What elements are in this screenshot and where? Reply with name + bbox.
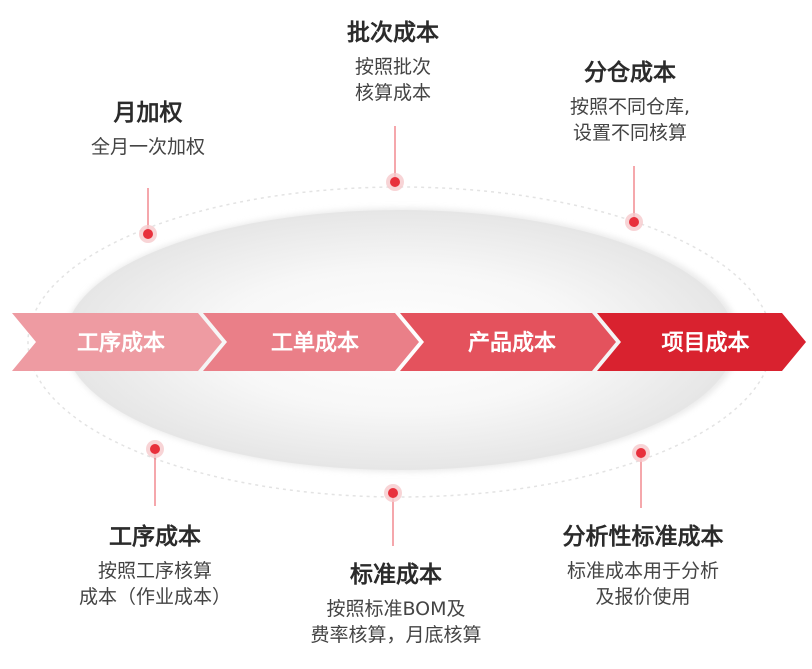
pin-dot <box>388 488 398 498</box>
stage-label: 项目成本 <box>661 331 749 356</box>
pin-dot <box>150 444 160 454</box>
top-item-title: 分仓成本 <box>584 60 676 86</box>
top-item-title: 批次成本 <box>347 20 439 46</box>
pin-dot <box>629 217 639 227</box>
stage-chevron-3 <box>400 313 616 371</box>
stage-chevrons: 工序成本 工单成本 产品成本 项目成本 <box>12 313 806 371</box>
pin-dot <box>143 229 153 239</box>
top-item-monthly-weighted: 月加权 全月一次加权 <box>48 98 248 160</box>
bottom-item-title: 工序成本 <box>109 524 201 550</box>
pin-dot <box>636 448 646 458</box>
pin-dot <box>390 177 400 187</box>
top-item-desc: 按照批次 核算成本 <box>354 56 431 104</box>
stage-chevron-2 <box>203 313 419 371</box>
pins <box>139 126 650 546</box>
bottom-item-desc: 标准成本用于分析 及报价使用 <box>566 560 719 608</box>
bottom-item-process-cost: 工序成本 按照工序核算 成本（作业成本） <box>45 522 265 610</box>
top-item-warehouse-cost: 分仓成本 按照不同仓库, 设置不同核算 <box>530 58 730 146</box>
bottom-item-title: 标准成本 <box>350 562 442 588</box>
top-item-batch-cost: 批次成本 按照批次 核算成本 <box>293 18 493 106</box>
top-item-desc: 全月一次加权 <box>90 136 205 158</box>
top-item-desc: 按照不同仓库, 设置不同核算 <box>569 96 691 144</box>
stage-label: 工序成本 <box>77 330 165 356</box>
stage-label: 工单成本 <box>271 331 359 356</box>
bottom-item-title: 分析性标准成本 <box>562 524 724 550</box>
bottom-item-standard-cost: 标准成本 按照标准BOM及 费率核算，月底核算 <box>284 560 508 648</box>
top-item-title: 月加权 <box>113 100 183 126</box>
stage-chevron-1 <box>12 313 222 371</box>
stage-label: 产品成本 <box>468 331 556 356</box>
bottom-item-desc: 按照工序核算 成本（作业成本） <box>78 560 231 608</box>
bottom-item-analytic-standard-cost: 分析性标准成本 标准成本用于分析 及报价使用 <box>535 522 751 610</box>
bottom-item-desc: 按照标准BOM及 费率核算，月底核算 <box>310 598 482 646</box>
stage-chevron-4 <box>597 313 806 371</box>
